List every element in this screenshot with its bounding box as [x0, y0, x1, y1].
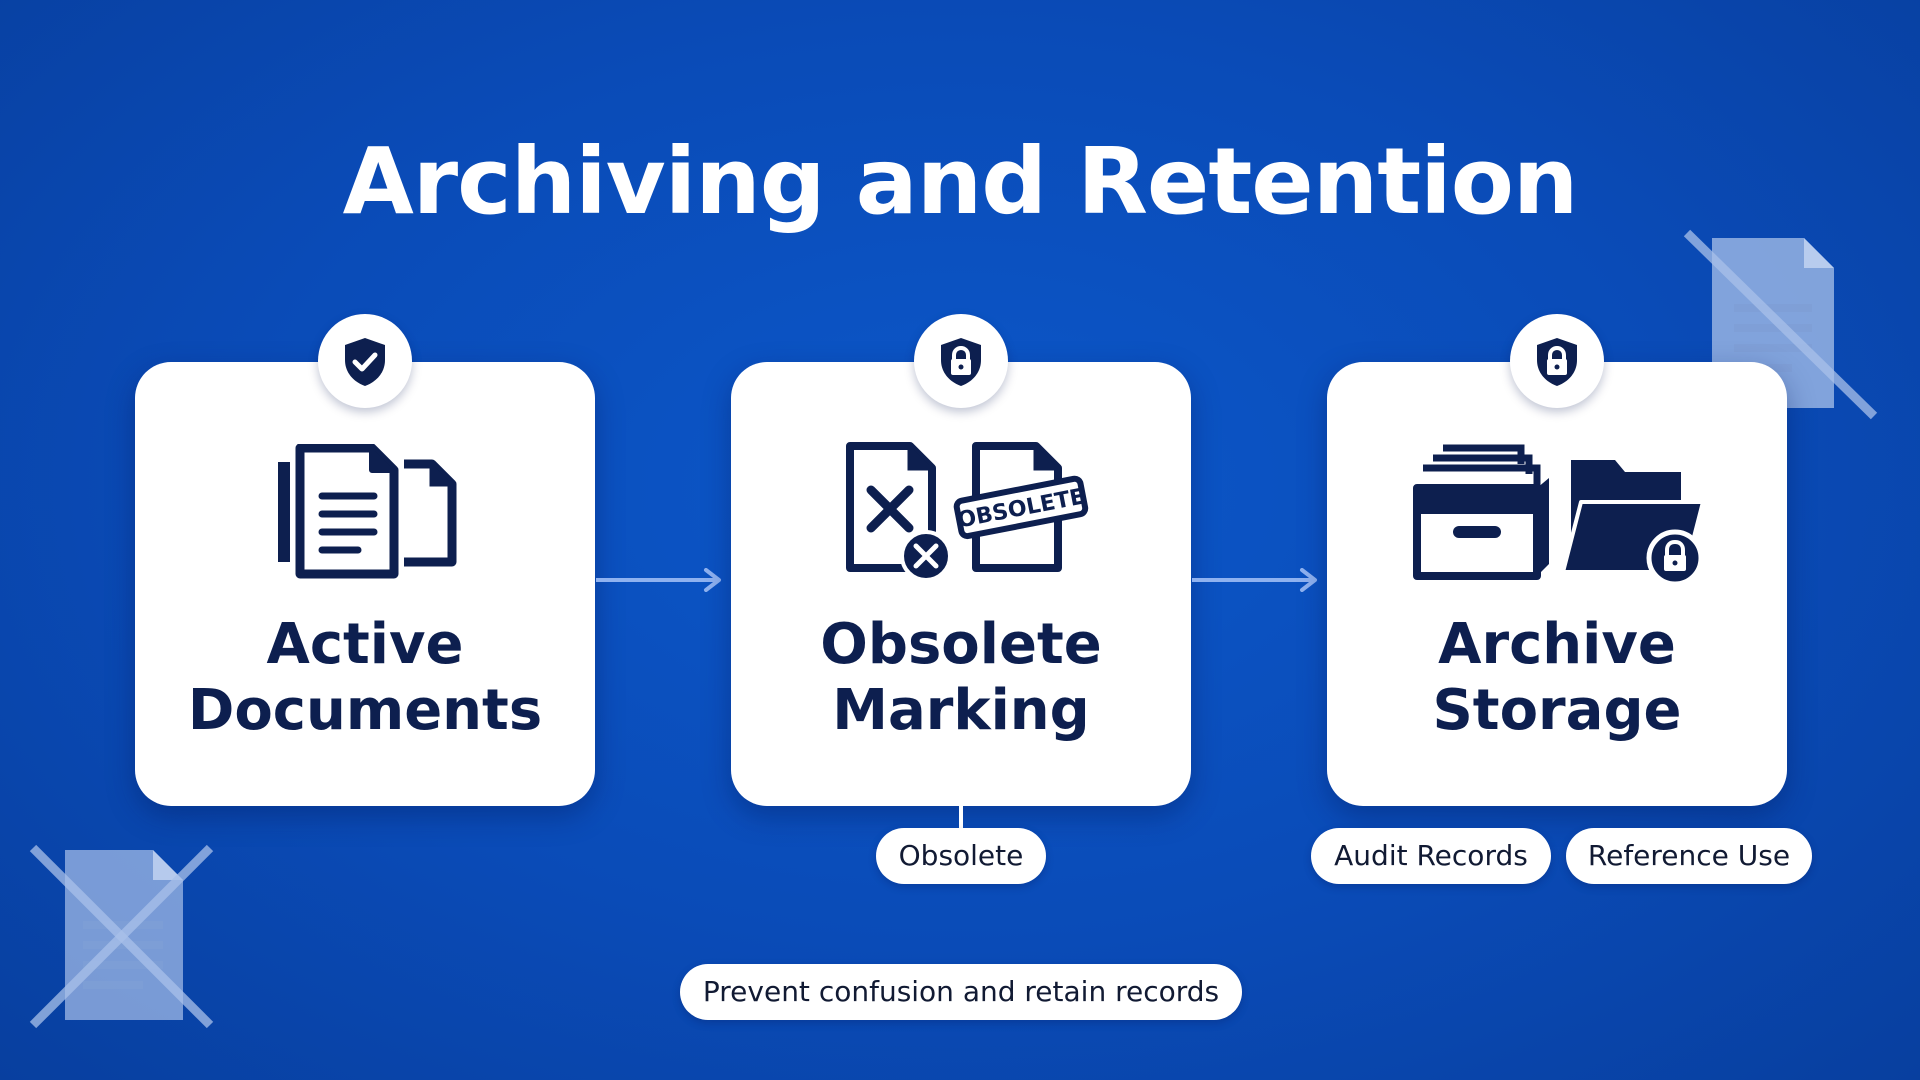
step-card-active-documents: Active Documents — [135, 362, 595, 806]
shield-check-icon — [345, 338, 385, 386]
step-card-archive-storage: Archive Storage — [1327, 362, 1787, 806]
obsolete-tag-connector — [959, 806, 963, 828]
step-label: Archive Storage — [1327, 612, 1787, 744]
documents-icon — [278, 444, 457, 579]
page-title: Archiving and Retention — [342, 128, 1579, 235]
flow-arrow-1 — [596, 568, 721, 592]
shield-lock-icon — [941, 338, 981, 386]
badge-active-documents — [318, 314, 412, 408]
tag-audit-records: Audit Records — [1311, 828, 1551, 884]
crossed-document-icon-bottom-left — [29, 844, 214, 1029]
archive-box-folder-icon — [1413, 444, 1705, 587]
shield-lock-icon — [1537, 338, 1577, 386]
step-card-obsolete-marking: OBSOLETE Obsolete Marking — [731, 362, 1191, 806]
badge-obsolete-marking — [914, 314, 1008, 408]
footer-note: Prevent confusion and retain records — [680, 964, 1242, 1020]
tag-obsolete: Obsolete — [876, 828, 1046, 884]
flow-arrow-2 — [1192, 568, 1317, 592]
step-label-line1: Archive — [1438, 612, 1676, 677]
badge-archive-storage — [1510, 314, 1604, 408]
step-label: Active Documents — [135, 612, 595, 744]
step-label-line2: Storage — [1432, 678, 1682, 743]
step-label-line1: Active — [266, 612, 464, 677]
step-label: Obsolete Marking — [731, 612, 1191, 744]
step-label-line2: Marking — [832, 678, 1090, 743]
step-label-line2: Documents — [187, 678, 543, 743]
step-label-line1: Obsolete — [820, 612, 1102, 677]
obsolete-document-icon: OBSOLETE — [846, 442, 1089, 582]
tag-reference-use: Reference Use — [1566, 828, 1812, 884]
